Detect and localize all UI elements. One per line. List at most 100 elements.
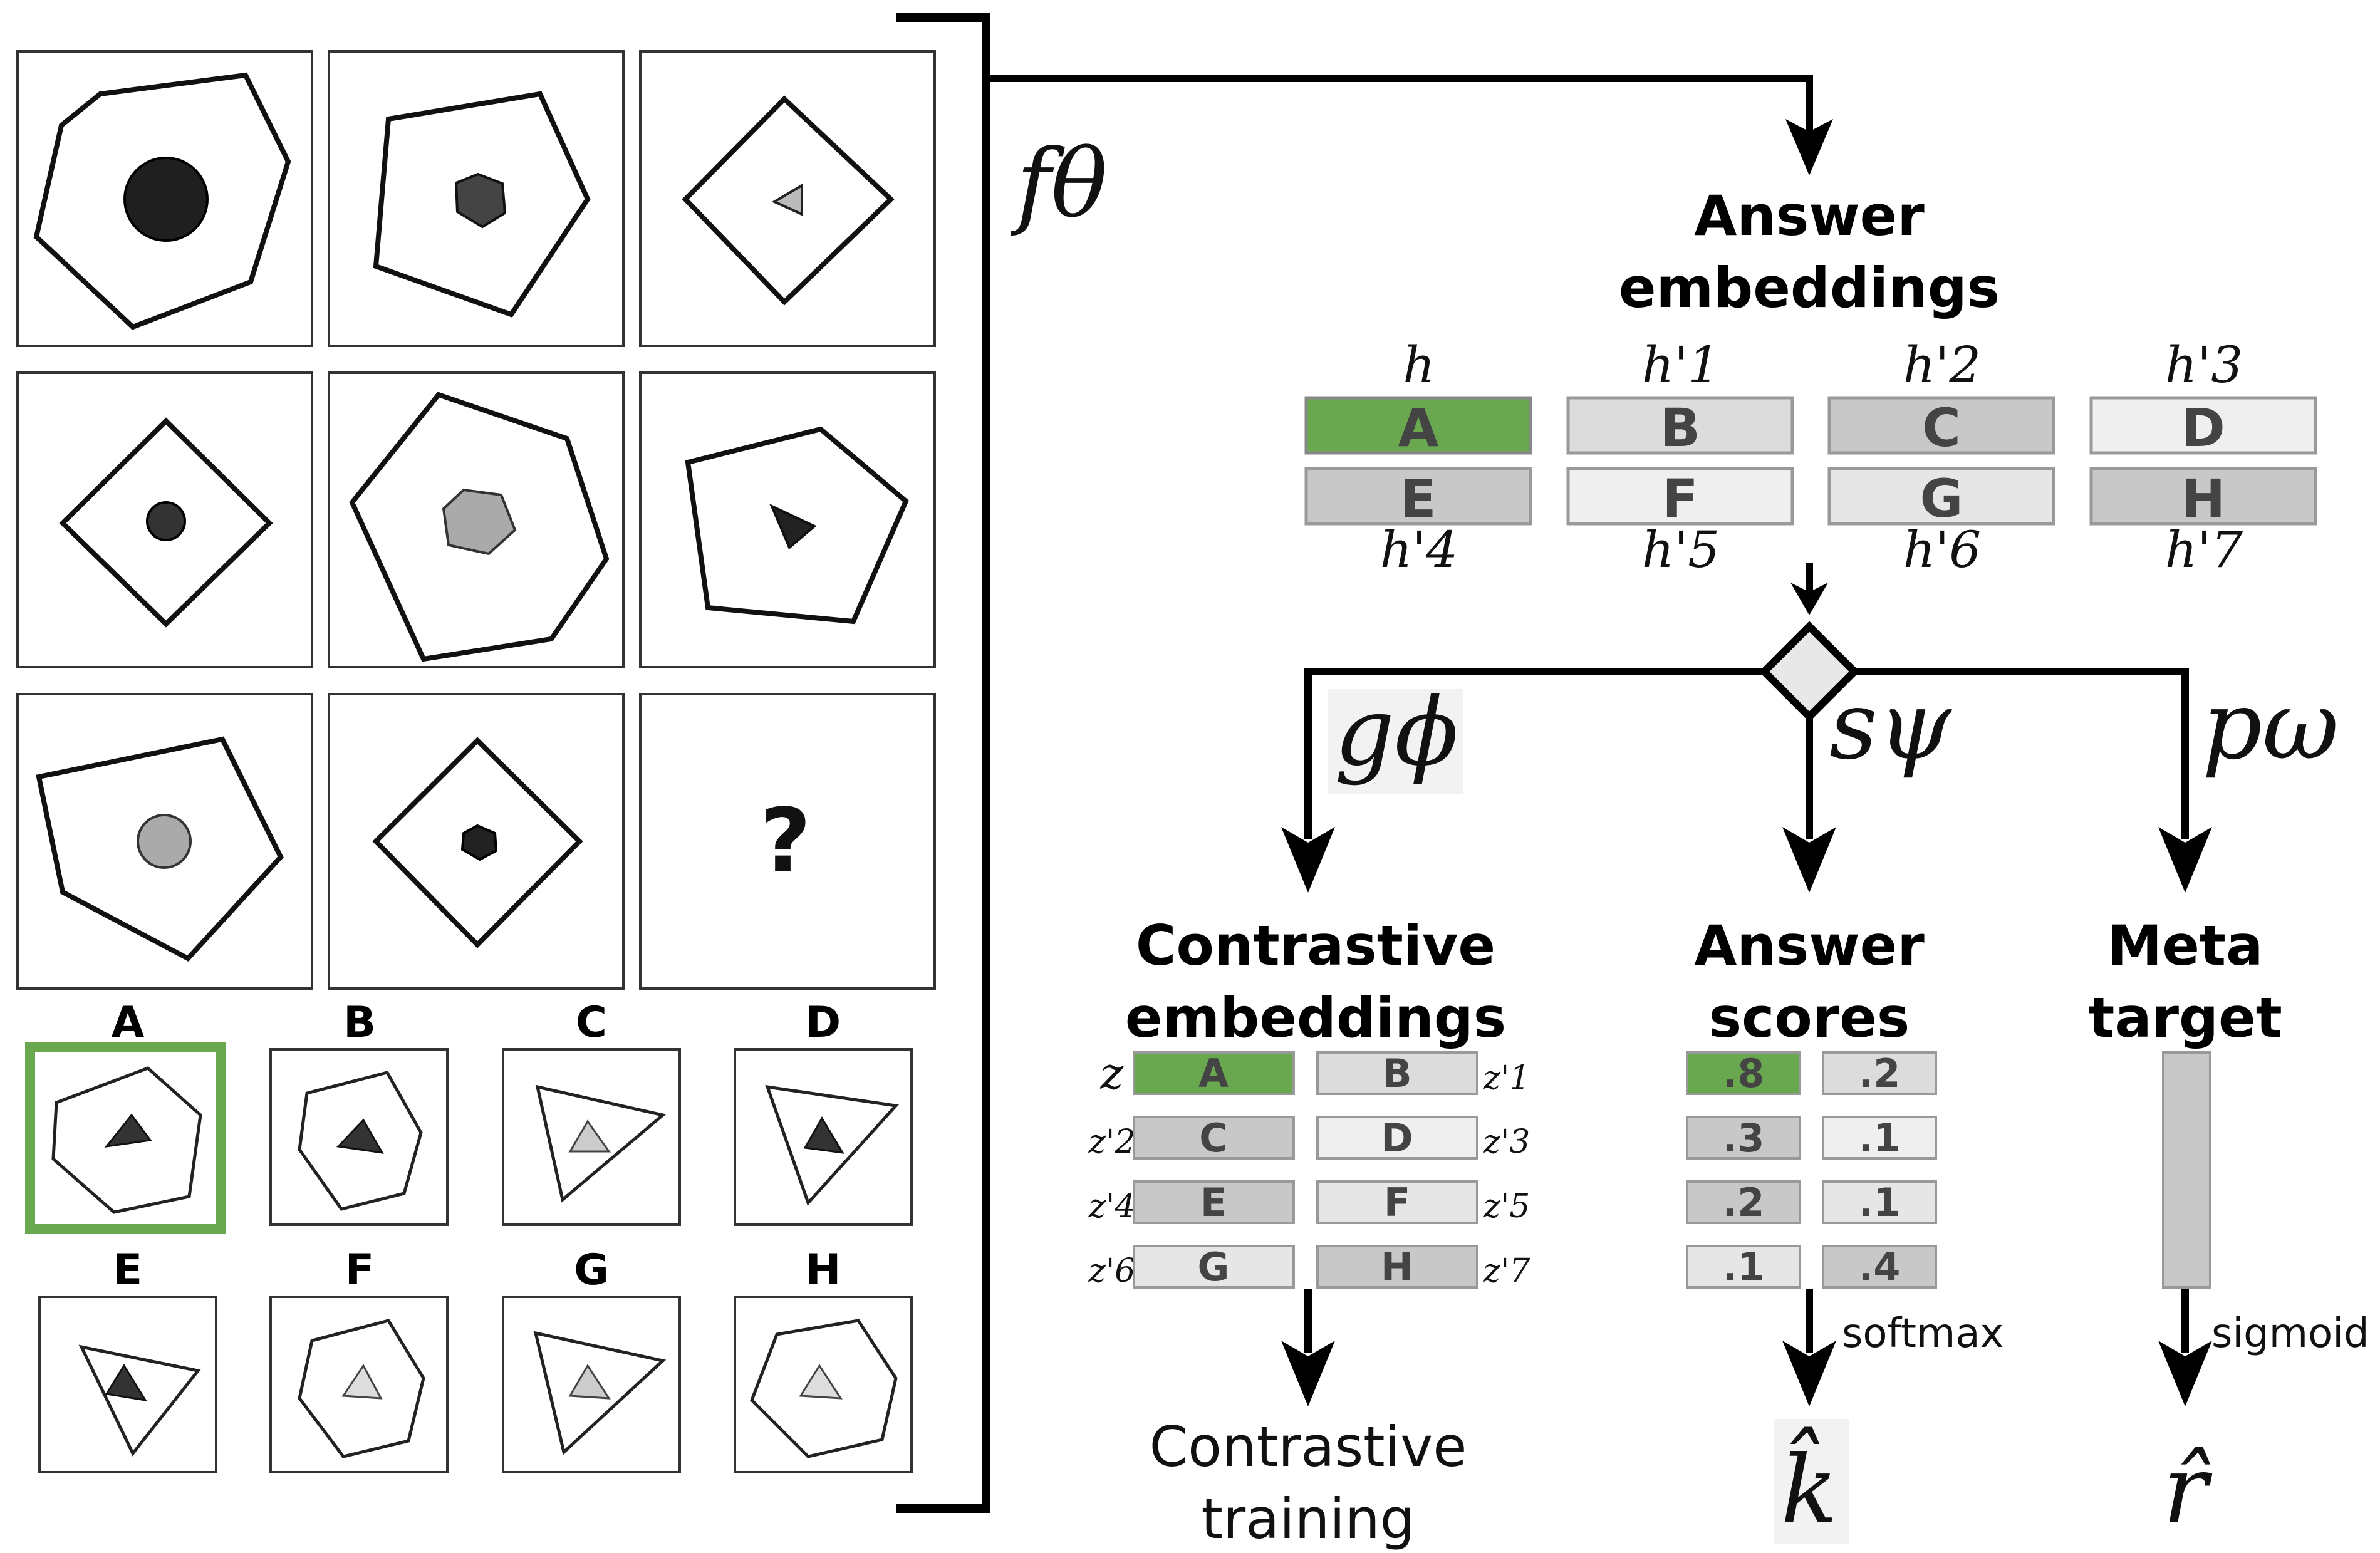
circle-shape bbox=[123, 157, 209, 242]
branch-lines bbox=[1304, 668, 2189, 839]
contrastive-output-line1: Contrastive bbox=[1150, 1415, 1467, 1479]
score-head-label: sψ bbox=[1829, 672, 1952, 781]
answer-embeddings-title-line1: Answer bbox=[1694, 184, 1925, 248]
contrastive-label-z3: z'3 bbox=[1483, 1123, 1530, 1161]
k-hat-output: k̂ bbox=[1781, 1426, 1838, 1545]
candidate-letter-f: F bbox=[345, 1245, 374, 1295]
scores-output-arrow bbox=[1782, 1289, 1836, 1406]
embedding-label-h6: h'6 bbox=[1903, 521, 1981, 579]
split-node-diamond bbox=[1759, 621, 1860, 722]
answer-embedding-row-1: A B C D bbox=[1304, 396, 2317, 459]
contrastive-letter-d: D bbox=[1381, 1115, 1413, 1161]
candidate-f[interactable] bbox=[269, 1296, 449, 1473]
embedding-box-d bbox=[2089, 396, 2317, 455]
embedding-label-h: h bbox=[1403, 336, 1435, 394]
matrix-cell-2-1 bbox=[16, 371, 313, 668]
contrastive-label-z6: z'6 bbox=[1088, 1252, 1136, 1290]
contrastive-output-arrow bbox=[1281, 1289, 1335, 1406]
matrix-cell-1-2 bbox=[328, 50, 625, 347]
candidate-d[interactable] bbox=[734, 1048, 913, 1226]
embedding-letter-g: G bbox=[1920, 468, 1963, 529]
embedding-box-b bbox=[1566, 396, 1794, 455]
contrastive-letter-e: E bbox=[1200, 1180, 1227, 1225]
contrastive-box-f bbox=[1316, 1180, 1478, 1224]
embedding-box-c bbox=[1827, 396, 2055, 455]
embedding-label-h3: h'3 bbox=[2165, 336, 2243, 394]
small-triangle-shape bbox=[771, 183, 803, 217]
score-box-b bbox=[1822, 1051, 1937, 1095]
score-box-c bbox=[1686, 1116, 1801, 1160]
meta-output-arrow bbox=[2158, 1289, 2212, 1406]
answer-candidates: A B C D E F G H bbox=[25, 998, 913, 1473]
contrastive-letter-a: A bbox=[1198, 1051, 1229, 1096]
r-hat-output: r̂ bbox=[2163, 1436, 2213, 1545]
contrastive-box-c bbox=[1133, 1116, 1295, 1160]
circle-shape bbox=[146, 501, 186, 541]
embedding-label-h5: h'5 bbox=[1642, 521, 1720, 579]
candidate-b[interactable] bbox=[269, 1048, 449, 1226]
answer-scores-title-line1: Answer bbox=[1694, 913, 1925, 978]
candidate-c[interactable] bbox=[502, 1048, 681, 1226]
circle-shape bbox=[137, 814, 192, 869]
score-value-e: .2 bbox=[1723, 1180, 1765, 1225]
encoder-label: fθ bbox=[1010, 130, 1108, 239]
contrastive-output-line2: training bbox=[1202, 1487, 1415, 1551]
candidate-a[interactable] bbox=[25, 1042, 226, 1234]
puzzle-matrix: ? bbox=[16, 50, 936, 990]
candidate-h[interactable] bbox=[734, 1296, 913, 1473]
score-box-f bbox=[1822, 1180, 1937, 1224]
score-value-h: .4 bbox=[1859, 1244, 1901, 1290]
meta-target-title-line1: Meta bbox=[2107, 913, 2263, 978]
matrix-cell-2-2 bbox=[328, 371, 625, 668]
embedding-letter-f: F bbox=[1662, 468, 1698, 529]
pentagon-shape bbox=[442, 488, 517, 556]
encoder-bracket bbox=[896, 13, 990, 1513]
matrix-cell-3-1 bbox=[16, 693, 313, 990]
contrastive-label-z2: z'2 bbox=[1088, 1123, 1136, 1161]
meta-target-bar bbox=[2162, 1051, 2211, 1289]
score-box-g bbox=[1686, 1245, 1801, 1289]
candidate-e[interactable] bbox=[38, 1296, 217, 1473]
contrastive-box-g bbox=[1133, 1245, 1295, 1289]
contrastive-letter-c: C bbox=[1199, 1115, 1228, 1161]
embedding-label-h1: h'1 bbox=[1642, 336, 1720, 394]
matrix-cell-3-2 bbox=[328, 693, 625, 990]
contrastive-label-z: z bbox=[1100, 1048, 1125, 1099]
candidate-letter-g: G bbox=[574, 1245, 609, 1295]
contrastive-box-d bbox=[1316, 1116, 1478, 1160]
matrix-cell-3-3: ? bbox=[639, 693, 936, 990]
score-box-a bbox=[1686, 1051, 1801, 1095]
contrastive-label-z7: z'7 bbox=[1483, 1252, 1531, 1290]
candidate-letter-c: C bbox=[576, 998, 607, 1047]
embedding-letter-a: A bbox=[1398, 397, 1438, 459]
contrastive-title-line1: Contrastive bbox=[1136, 913, 1495, 978]
sigmoid-label: sigmoid bbox=[2211, 1311, 2369, 1357]
embedding-label-h7: h'7 bbox=[2165, 521, 2243, 579]
contrastive-box-e bbox=[1133, 1180, 1295, 1224]
contrastive-title-line2: embeddings bbox=[1125, 985, 1506, 1050]
embedding-box-g bbox=[1827, 467, 2055, 526]
answer-scores-grid: .8 .2 .3 .1 .2 .1 .1 .4 bbox=[1686, 1051, 1937, 1290]
score-value-d: .1 bbox=[1859, 1115, 1901, 1161]
contrastive-label-z4: z'4 bbox=[1088, 1188, 1136, 1225]
candidate-g[interactable] bbox=[502, 1296, 681, 1473]
candidate-letter-h: H bbox=[806, 1245, 841, 1295]
contrastive-label-z1: z'1 bbox=[1483, 1059, 1530, 1097]
small-pentagon-shape bbox=[454, 172, 507, 229]
contrastive-grid: z A B z'1 z'2 C D z'3 z'4 E F z'5 z'6 G … bbox=[1088, 1048, 1531, 1290]
score-box-e bbox=[1686, 1180, 1801, 1224]
embedding-letter-c: C bbox=[1922, 397, 1961, 459]
embedding-to-split-arrow bbox=[1790, 563, 1828, 615]
embedding-box-h bbox=[2089, 467, 2317, 526]
answer-embedding-labels-bottom: h'4 h'5 h'6 h'7 bbox=[1380, 521, 2243, 579]
contrastive-label-z5: z'5 bbox=[1483, 1188, 1530, 1225]
score-value-g: .1 bbox=[1723, 1244, 1765, 1290]
score-value-b: .2 bbox=[1859, 1051, 1901, 1096]
score-value-c: .3 bbox=[1723, 1115, 1765, 1161]
embedding-letter-e: E bbox=[1400, 468, 1436, 529]
embedding-letter-b: B bbox=[1660, 397, 1700, 459]
score-value-f: .1 bbox=[1859, 1180, 1901, 1225]
contrastive-head-label-bg bbox=[1328, 689, 1463, 794]
answer-embedding-row-2: E F G H bbox=[1304, 467, 2317, 529]
contrastive-letter-b: B bbox=[1382, 1051, 1411, 1096]
